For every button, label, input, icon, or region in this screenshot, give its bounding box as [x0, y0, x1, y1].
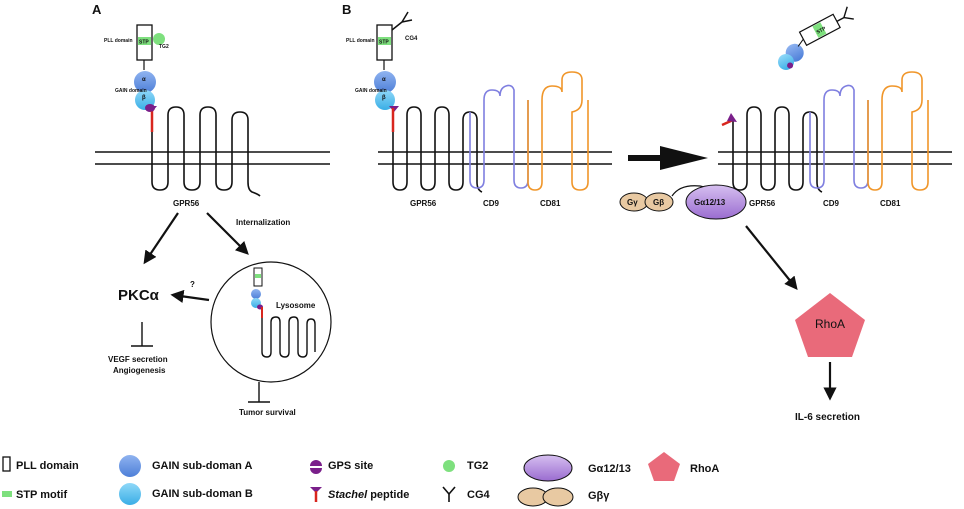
alpha-label-a: α: [142, 77, 146, 83]
legend-gps-swatch: [310, 460, 322, 474]
legend-gbg-label: Gβγ: [588, 490, 610, 502]
gain-label-b: GAIN domain: [355, 88, 387, 94]
lysosome-label: Lysosome: [276, 301, 316, 310]
angiogenesis-label: Angiogenesis: [113, 366, 166, 375]
arrow-galpha-rhoa: [745, 225, 798, 291]
gpr56-label-a: GPR56: [173, 199, 200, 208]
gpr56-label-b-right: GPR56: [749, 199, 776, 208]
pll-label-b: PLL domain: [346, 38, 375, 44]
lysosome-stp: [255, 274, 261, 278]
arrow-lysosome-pkc: [170, 289, 210, 303]
legend-rhoa-label: RhoA: [690, 463, 719, 475]
g-beta-label: Gβ: [653, 198, 664, 207]
stp-motif-a: [138, 37, 151, 45]
membrane-b-right: [718, 151, 952, 165]
legend-gain-a-label: GAIN sub-doman A: [152, 460, 252, 472]
legend-gain-b-swatch: [119, 483, 141, 505]
rhoa-pentagon: [795, 293, 865, 357]
tg2-label-a: TG2: [159, 44, 169, 50]
cd81-label-b-left: CD81: [540, 199, 561, 208]
internalization-label: Internalization: [236, 218, 290, 227]
legend-gps-label: GPS site: [328, 460, 373, 472]
stp-label-b: STP: [379, 40, 389, 46]
arrow-gpr56-internalization: [206, 212, 249, 255]
cd81-transmembrane-b-left: [527, 71, 589, 191]
legend-tg2-swatch: [443, 460, 455, 472]
legend-stachel-label: Stachel peptide: [328, 489, 409, 501]
legend-gain-b-label: GAIN sub-doman B: [152, 488, 253, 500]
cd9-transmembrane-b-left: [469, 84, 529, 189]
rhoa-label: RhoA: [815, 317, 845, 331]
panel-b-label: B: [342, 2, 351, 17]
question-mark: ?: [190, 280, 195, 289]
legend-pll-label: PLL domain: [16, 460, 79, 472]
lysosome-gain-a: [251, 289, 261, 299]
legend-stachel-rest: peptide: [367, 489, 409, 501]
arrow-gpr56-pkc: [143, 212, 179, 265]
gain-label-a: GAIN domain: [115, 88, 147, 94]
membrane-b-left: [378, 151, 612, 165]
released-ecd: STP: [777, 6, 854, 70]
legend-stp-label: STP motif: [16, 489, 67, 501]
legend-stachel-swatch: [310, 487, 322, 502]
legend-tg2-label: TG2: [467, 460, 488, 472]
pkc-alpha-label: PKCα: [118, 287, 160, 304]
gpr56-transmembrane-b-right: [732, 106, 823, 193]
il6-label: IL-6 secretion: [795, 412, 860, 423]
gps-site-b-right: [727, 113, 737, 122]
legend-gain-a-swatch: [119, 455, 141, 477]
legend-galpha-swatch: [523, 454, 573, 482]
gain-a-circle-b: [374, 71, 396, 93]
gpr56-transmembrane-b-left: [392, 106, 483, 193]
inhibit-pkc-vegf: [131, 322, 153, 347]
cd9-label-b-right: CD9: [823, 199, 840, 208]
legend-gbg-swatch-right: [542, 487, 574, 507]
legend-stp-swatch: [2, 491, 12, 497]
membrane-a: [95, 151, 330, 165]
tg2-circle-a: [153, 33, 165, 45]
legend-cg4-label: CG4: [467, 489, 491, 501]
activation-arrow: [628, 146, 708, 170]
tumor-survival-label: Tumor survival: [239, 408, 296, 417]
stp-motif-b: [378, 37, 391, 45]
cd81-transmembrane-b-right: [867, 71, 929, 191]
g-beta-shape: [644, 192, 674, 212]
beta-label-b: β: [382, 95, 386, 101]
inhibit-lysosome-tumor: [248, 382, 270, 403]
cg4-label-b: CG4: [405, 36, 418, 42]
stp-label-b-right: STP: [816, 25, 828, 35]
gain-a-circle-a: [134, 71, 156, 93]
vegf-label: VEGF secretion: [108, 355, 168, 364]
g-alpha-shape: [685, 184, 747, 220]
pll-label-a: PLL domain: [104, 38, 133, 44]
stp-label-a: STP: [139, 40, 149, 46]
g-gamma-label: Gγ: [627, 198, 638, 207]
panel-a-label: A: [92, 2, 102, 17]
gps-triangle-a: [147, 106, 157, 112]
cd9-transmembrane-b-right: [809, 84, 869, 189]
lysosome-7tm: [261, 316, 316, 358]
gain-b-circle-b: [375, 90, 395, 110]
beta-label-a: β: [142, 95, 146, 101]
gpr56-transmembrane-a: [151, 106, 261, 197]
cd81-label-b-right: CD81: [880, 199, 901, 208]
legend-cg4-swatch: [442, 486, 456, 502]
cg4-antibody-b: [391, 11, 413, 31]
legend-pll-swatch: [2, 456, 11, 472]
gpr56-label-b-left: GPR56: [410, 199, 437, 208]
legend-rhoa-swatch: [648, 452, 680, 481]
legend-stachel-italic: Stachel: [328, 489, 368, 501]
alpha-label-b: α: [382, 77, 386, 83]
legend: PLL domain STP motif GAIN sub-doman A GA…: [2, 452, 719, 507]
legend-galpha-label: Gα12/13: [588, 463, 631, 475]
g-alpha-label: Gα12/13: [694, 198, 726, 207]
cd9-label-b-left: CD9: [483, 199, 500, 208]
